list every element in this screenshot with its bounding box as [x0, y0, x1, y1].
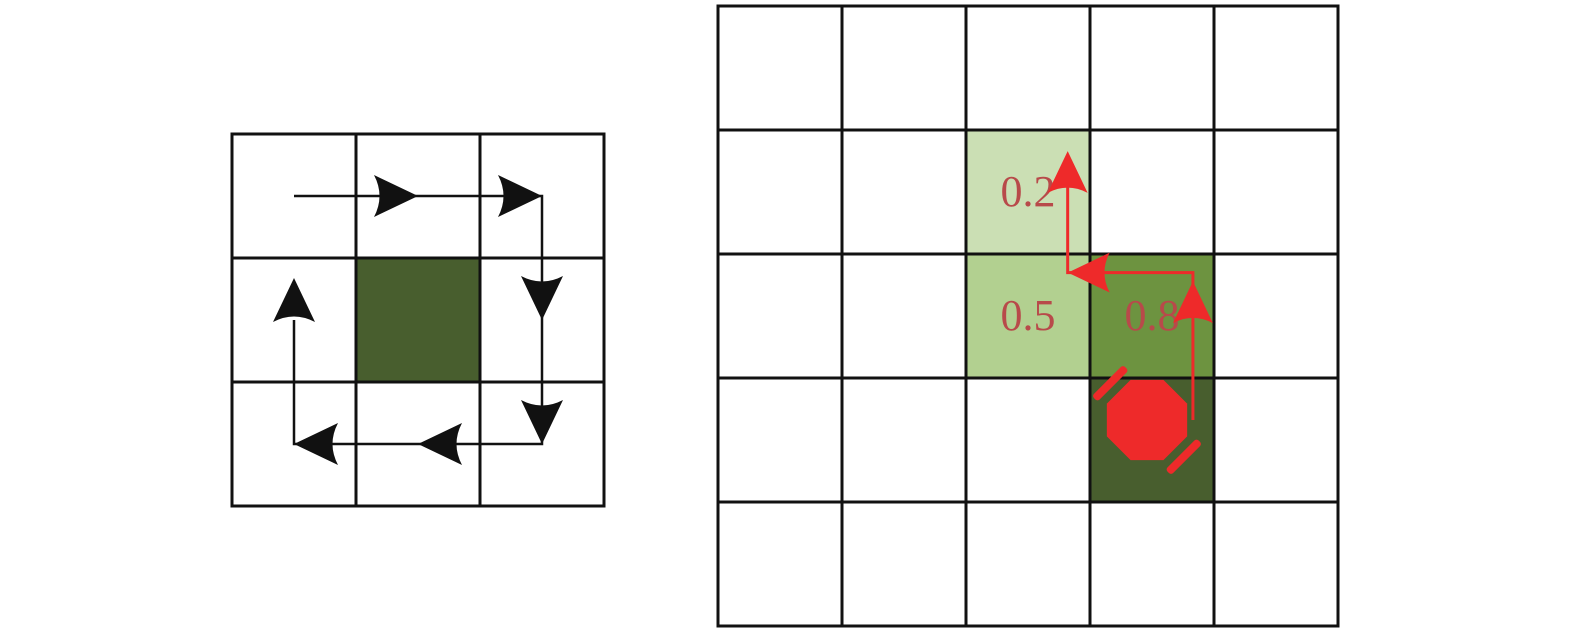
red-arrowhead-left	[1067, 252, 1110, 293]
path-arrowhead-left-4	[418, 423, 462, 465]
path-arrowhead-left-5	[294, 423, 338, 465]
value-label-0.8: 0.8	[1125, 291, 1180, 340]
right-grid-world: 0.2 0.5 0.8	[716, 4, 1340, 628]
red-arrowhead-up-left	[1047, 151, 1088, 193]
path-arrowhead-right-0	[374, 175, 418, 217]
robot-body	[1106, 379, 1188, 461]
path-arrowhead-up-6	[273, 278, 315, 322]
value-label-0.5: 0.5	[1001, 291, 1056, 340]
path-arrowhead-right-1	[498, 175, 542, 217]
value-cell-0	[966, 130, 1090, 254]
obstacle-cell	[356, 258, 480, 382]
value-label-0.2: 0.2	[1001, 167, 1056, 216]
value-cell-1	[966, 254, 1090, 378]
path-arrowhead-down-2	[521, 276, 563, 320]
robot-agent-icon	[1093, 366, 1201, 474]
left-grid-world	[230, 132, 606, 508]
robot-wheel-1	[1093, 366, 1128, 401]
red-arrowhead-up-right	[1172, 281, 1213, 324]
exploration-path	[1066, 161, 1195, 420]
path-arrowhead-down-3	[521, 400, 563, 444]
robot-wheel-2	[1166, 439, 1201, 474]
